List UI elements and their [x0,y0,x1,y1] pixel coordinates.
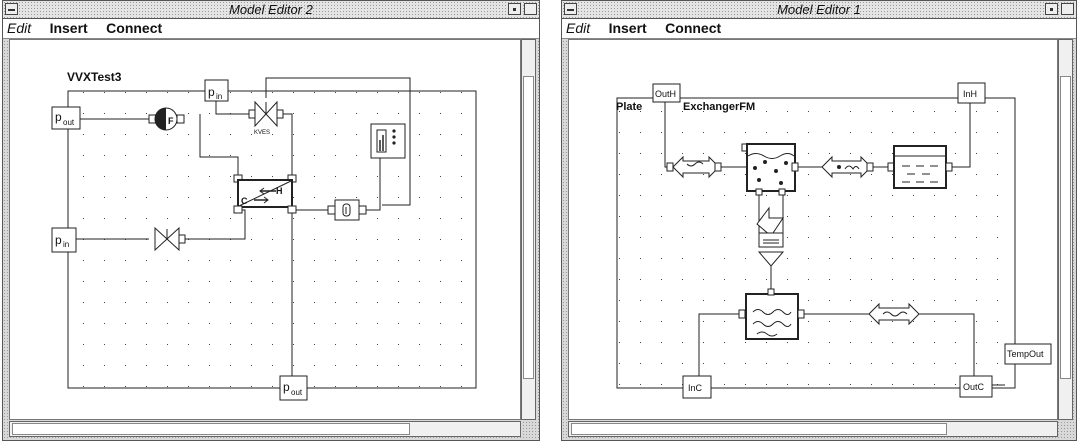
scroll-thumb[interactable] [571,423,947,435]
svg-text:OutH: OutH [655,89,676,99]
bar-icon [8,9,15,11]
svg-text:p: p [208,85,215,99]
minimize-icon [513,8,516,11]
scroll-thumb[interactable] [12,423,410,435]
liquid-volume-component[interactable] [887,145,953,189]
menu-connect[interactable]: Connect [665,20,722,36]
port-outh[interactable]: OutH [652,83,681,103]
model-editor-1-window: Model Editor 1 Edit Insert Connect Plate… [561,0,1077,441]
port-inc[interactable]: InC [682,375,712,399]
connection-wires[interactable] [70,77,411,380]
diagram-svg[interactable]: Plate ExchangerFM OutH [569,40,1060,421]
port-tempout[interactable]: TempOut [1004,343,1052,365]
vertical-scrollbar[interactable] [1058,39,1073,420]
diagram-svg[interactable]: VVXTest3 p in [10,40,523,421]
valve-component[interactable] [154,226,186,252]
title-bar[interactable]: Model Editor 1 [562,1,1076,19]
model-name-left-label: Plate [616,101,642,113]
minimize-button[interactable] [1045,3,1058,15]
scroll-thumb[interactable] [523,76,534,379]
model-canvas[interactable]: VVXTest3 p in [9,39,521,420]
temperature-sensor-component[interactable] [327,199,367,221]
menu-edit[interactable]: Edit [7,20,32,36]
port-pin-left[interactable]: p in [51,227,77,253]
port-pin-top[interactable]: p in [204,79,229,102]
window-title: Model Editor 2 [229,2,313,17]
horizontal-scrollbar[interactable] [9,421,521,437]
pipe-component[interactable] [666,155,722,179]
cold-pipe-component[interactable] [868,302,920,326]
maximize-button[interactable] [1061,3,1074,15]
svg-text:InC: InC [688,383,703,393]
scroll-thumb[interactable] [1060,76,1071,379]
maximize-button[interactable] [524,3,537,15]
model-boundary[interactable] [616,97,1016,389]
svg-text:in: in [216,92,222,101]
display-instrument-component[interactable] [370,123,406,159]
menu-insert[interactable]: Insert [608,20,647,36]
valve-tag-label: KVES [254,130,270,136]
heat-wall-component[interactable] [756,206,785,267]
horizontal-scrollbar[interactable] [568,421,1058,437]
title-bar[interactable]: Model Editor 2 [3,1,539,19]
model-name-label: VVXTest3 [67,70,122,84]
port-inh[interactable]: InH [957,82,986,104]
bar-icon [567,9,574,11]
window-menu-button[interactable] [564,3,577,15]
menu-bar: Edit Insert Connect [3,19,539,39]
two-phase-pipe-component[interactable] [821,155,874,179]
heat-exchanger-component[interactable]: H C [233,174,297,214]
window-title: Model Editor 1 [777,2,861,17]
svg-text:p: p [283,380,290,394]
svg-text:out: out [63,118,75,127]
minimize-icon [1050,8,1053,11]
source-symbol-label: F [168,116,174,126]
window-menu-button[interactable] [5,3,18,15]
droplet-volume-component[interactable] [741,143,799,196]
svg-text:C: C [241,196,248,206]
svg-text:TempOut: TempOut [1007,349,1044,359]
svg-text:out: out [291,388,303,397]
port-pout-bottom[interactable]: p out [279,375,308,401]
minimize-button[interactable] [508,3,521,15]
svg-text:in: in [63,240,69,249]
menu-insert[interactable]: Insert [49,20,88,36]
svg-text:p: p [55,233,62,247]
svg-text:OutC: OutC [963,382,985,392]
port-pout-left[interactable]: p out [51,106,81,130]
svg-text:p: p [55,110,62,124]
menu-edit[interactable]: Edit [566,20,591,36]
model-editor-2-window: Model Editor 2 Edit Insert Connect VVXTe… [2,0,540,441]
cold-volume-component[interactable] [738,288,805,340]
port-outc[interactable]: OutC [959,375,993,398]
menu-connect[interactable]: Connect [106,20,163,36]
menu-bar: Edit Insert Connect [562,19,1076,39]
flow-source-component[interactable]: F [148,107,185,131]
svg-text:H: H [276,186,283,196]
svg-text:InH: InH [963,89,977,99]
model-canvas[interactable]: Plate ExchangerFM OutH [568,39,1058,420]
vertical-scrollbar[interactable] [521,39,536,420]
control-valve-component[interactable]: KVES [248,100,284,136]
model-name-right-label: ExchangerFM [683,101,755,113]
